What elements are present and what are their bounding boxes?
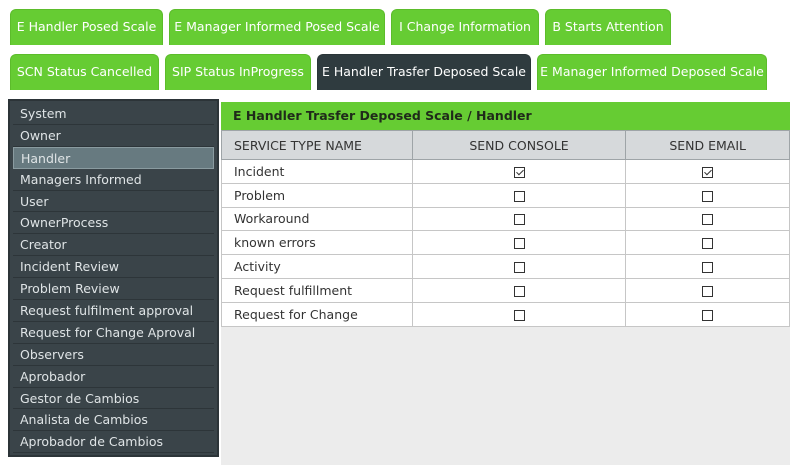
send-console-cell <box>411 182 627 208</box>
send-console-checkbox[interactable] <box>513 262 525 274</box>
table-row: Problem <box>221 182 790 208</box>
sidebar-item-problem-review[interactable]: Problem Review <box>13 278 214 301</box>
table-row: known errors <box>221 230 790 256</box>
send-email-cell <box>625 230 790 256</box>
sidebar-item-system[interactable]: System <box>13 103 214 125</box>
sidebar: System Owner Handler Managers Informed U… <box>8 99 219 457</box>
send-email-checkbox[interactable] <box>702 309 714 321</box>
service-type-name-cell: known errors <box>221 230 413 256</box>
sidebar-item-handler[interactable]: Handler <box>13 146 214 169</box>
send-console-checkbox[interactable] <box>513 309 525 321</box>
send-console-cell <box>411 159 627 184</box>
sidebar-item-user[interactable]: User <box>13 191 214 213</box>
table-row: Activity <box>221 254 790 279</box>
tab-e-manager-informed-posed-scale[interactable]: E Manager Informed Posed Scale <box>169 9 385 45</box>
send-email-cell <box>625 277 790 303</box>
sidebar-item-incident-review[interactable]: Incident Review <box>13 256 214 279</box>
column-header-send-email: SEND EMAIL <box>625 130 790 160</box>
send-console-cell <box>411 254 627 279</box>
sidebar-item-aprobador-de-cambios[interactable]: Aprobador de Cambios <box>13 431 214 454</box>
send-email-cell <box>625 206 790 232</box>
tab-sip-status-inprogress[interactable]: SIP Status InProgress <box>165 54 311 90</box>
send-email-checkbox[interactable] <box>702 238 714 250</box>
sidebar-item-analista-de-cambios[interactable]: Analista de Cambios <box>13 409 214 432</box>
sidebar-item-managers-informed[interactable]: Managers Informed <box>13 169 214 191</box>
sidebar-item-creator[interactable]: Creator <box>13 234 214 257</box>
send-console-checkbox[interactable] <box>513 214 525 226</box>
service-type-name-cell: Request fulfillment <box>221 277 413 303</box>
send-console-checkbox[interactable] <box>513 238 525 250</box>
table-row: Request for Change <box>221 301 790 327</box>
send-console-cell <box>411 301 627 327</box>
service-type-name-cell: Request for Change <box>221 301 413 327</box>
send-email-cell <box>625 301 790 327</box>
send-console-cell <box>411 206 627 232</box>
sidebar-item-aprobador[interactable]: Aprobador <box>13 366 214 388</box>
table-header-row: SERVICE TYPE NAME SEND CONSOLE SEND EMAI… <box>221 130 790 160</box>
send-console-checkbox[interactable] <box>513 190 525 202</box>
send-console-cell <box>411 230 627 256</box>
main-panel: E Handler Trasfer Deposed Scale / Handle… <box>221 102 790 465</box>
send-console-cell <box>411 277 627 303</box>
send-email-checkbox[interactable] <box>702 262 714 274</box>
send-email-checkbox[interactable] <box>702 285 714 297</box>
send-email-checkbox[interactable] <box>702 166 714 178</box>
notification-table: SERVICE TYPE NAME SEND CONSOLE SEND EMAI… <box>221 130 790 327</box>
column-header-service-type-name: SERVICE TYPE NAME <box>221 130 413 160</box>
service-type-name-cell: Workaround <box>221 206 413 232</box>
table-row: Request fulfillment <box>221 277 790 303</box>
table-row: Workaround <box>221 206 790 232</box>
sidebar-item-gestor-de-cambios[interactable]: Gestor de Cambios <box>13 388 214 410</box>
send-email-checkbox[interactable] <box>702 214 714 226</box>
service-type-name-cell: Incident <box>221 159 413 184</box>
send-email-cell <box>625 159 790 184</box>
service-type-name-cell: Problem <box>221 182 413 208</box>
tab-e-handler-posed-scale[interactable]: E Handler Posed Scale <box>10 9 163 45</box>
tab-e-manager-informed-deposed-scale[interactable]: E Manager Informed Deposed Scale <box>537 54 767 90</box>
panel-title: E Handler Trasfer Deposed Scale / Handle… <box>221 102 790 130</box>
sidebar-item-request-fulfilment-approval[interactable]: Request fulfilment approval <box>13 300 214 322</box>
send-console-checkbox[interactable] <box>513 285 525 297</box>
send-email-cell <box>625 182 790 208</box>
service-type-name-cell: Activity <box>221 254 413 279</box>
table-row: Incident <box>221 159 790 184</box>
send-console-checkbox[interactable] <box>513 166 525 178</box>
tab-e-handler-trasfer-deposed-scale[interactable]: E Handler Trasfer Deposed Scale <box>317 54 531 90</box>
send-email-checkbox[interactable] <box>702 190 714 202</box>
tab-scn-status-cancelled[interactable]: SCN Status Cancelled <box>10 54 159 90</box>
send-email-cell <box>625 254 790 279</box>
sidebar-item-owner[interactable]: Owner <box>13 125 214 147</box>
column-header-send-console: SEND CONSOLE <box>411 130 627 160</box>
tab-i-change-information[interactable]: I Change Information <box>391 9 539 45</box>
sidebar-item-ownerprocess[interactable]: OwnerProcess <box>13 212 214 235</box>
sidebar-item-request-for-change-aproval[interactable]: Request for Change Aproval <box>13 322 214 344</box>
tab-b-starts-attention[interactable]: B Starts Attention <box>545 9 671 45</box>
sidebar-item-observers[interactable]: Observers <box>13 344 214 366</box>
